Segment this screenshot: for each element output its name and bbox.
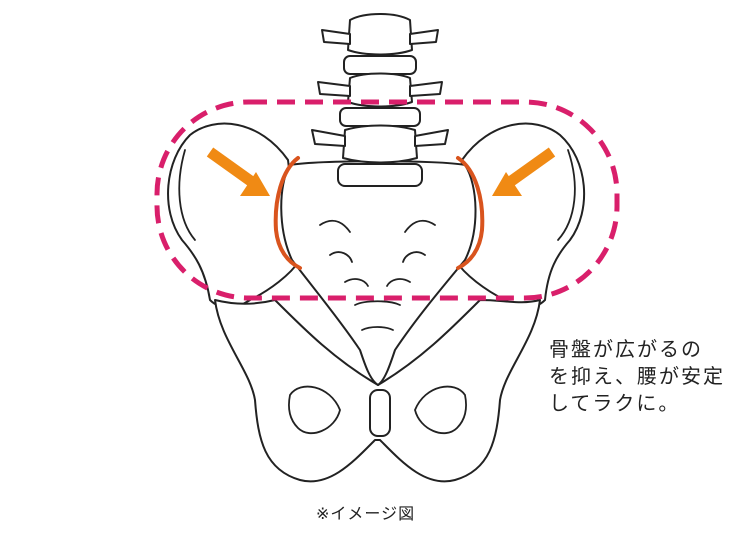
left-obturator-foramen (288, 385, 341, 435)
pubic-symphysis (369, 389, 391, 437)
left-sacroiliac-joint-highlight (273, 156, 302, 270)
sacral-foramen (344, 278, 369, 287)
left-ilium (167, 122, 301, 309)
image-caption: ※イメージ図 (316, 504, 416, 523)
note-line: 骨盤が広がるの (549, 337, 703, 361)
sacral-foramen (329, 251, 353, 263)
right-ilium-crest-line (557, 149, 576, 241)
sacral-foramen (319, 219, 351, 233)
right-compression-arrow-icon (492, 147, 556, 196)
left-compression-arrow-icon (206, 147, 270, 196)
sacral-foramen (386, 278, 411, 287)
sacral-line (361, 326, 394, 331)
right-sacroiliac-joint-highlight (456, 156, 485, 270)
lumbar-spine (311, 13, 449, 187)
note-line: を抑え、腰が安定 (549, 364, 725, 388)
left-ilium-crest-line (178, 149, 196, 241)
sacral-foramen (402, 251, 426, 263)
highlight-dashed-region (154, 99, 620, 301)
note-line: してラクに。 (549, 391, 681, 415)
sacral-foramen (404, 219, 436, 233)
benefit-note: 骨盤が広がるの を抑え、腰が安定 してラクに。 (549, 336, 725, 417)
right-obturator-foramen (414, 385, 467, 435)
sacral-line (354, 300, 401, 306)
